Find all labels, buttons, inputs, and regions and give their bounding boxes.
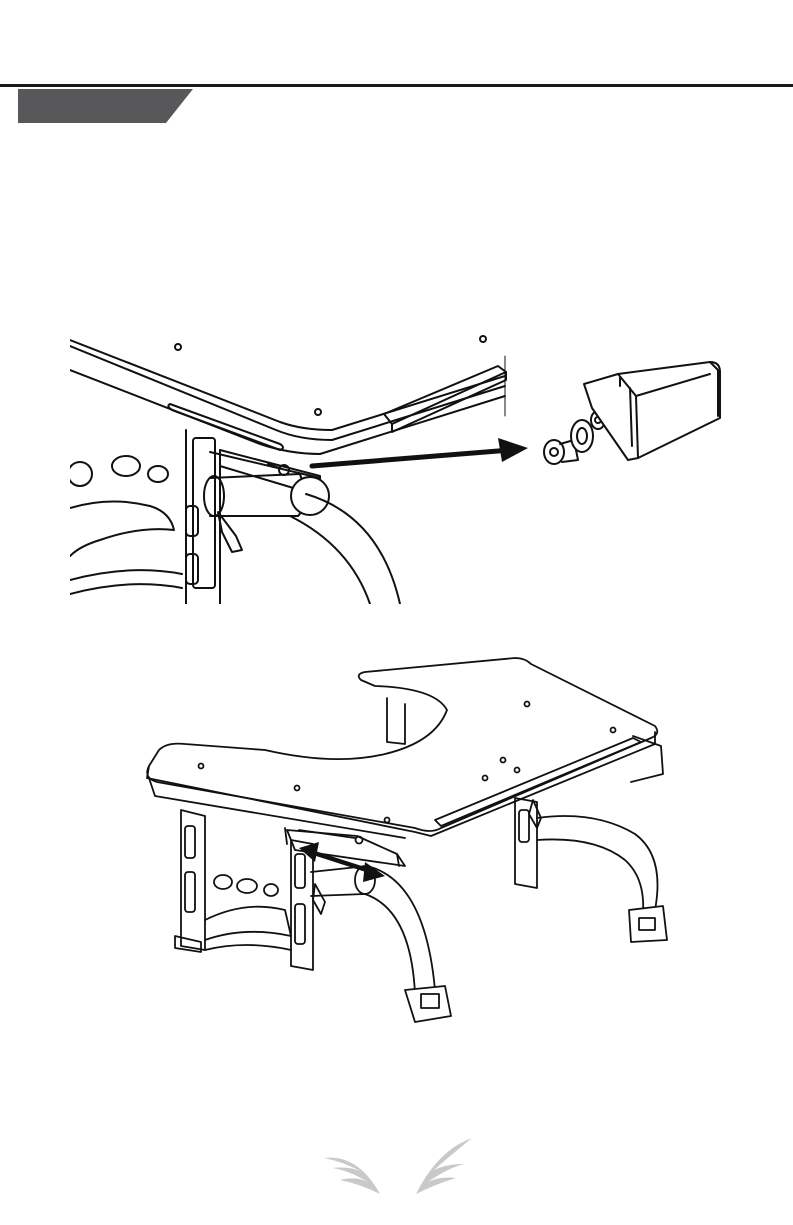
seat-bracket-screw-removal-illustration (70, 326, 730, 604)
bracket-removal-figure (70, 326, 730, 604)
section-tab (18, 87, 193, 123)
seat-slide-adjustment-illustration (135, 650, 675, 1030)
wing-logo (318, 1136, 478, 1202)
seat-assembly-figure (135, 650, 675, 1030)
wing-logo-icon (318, 1136, 478, 1202)
